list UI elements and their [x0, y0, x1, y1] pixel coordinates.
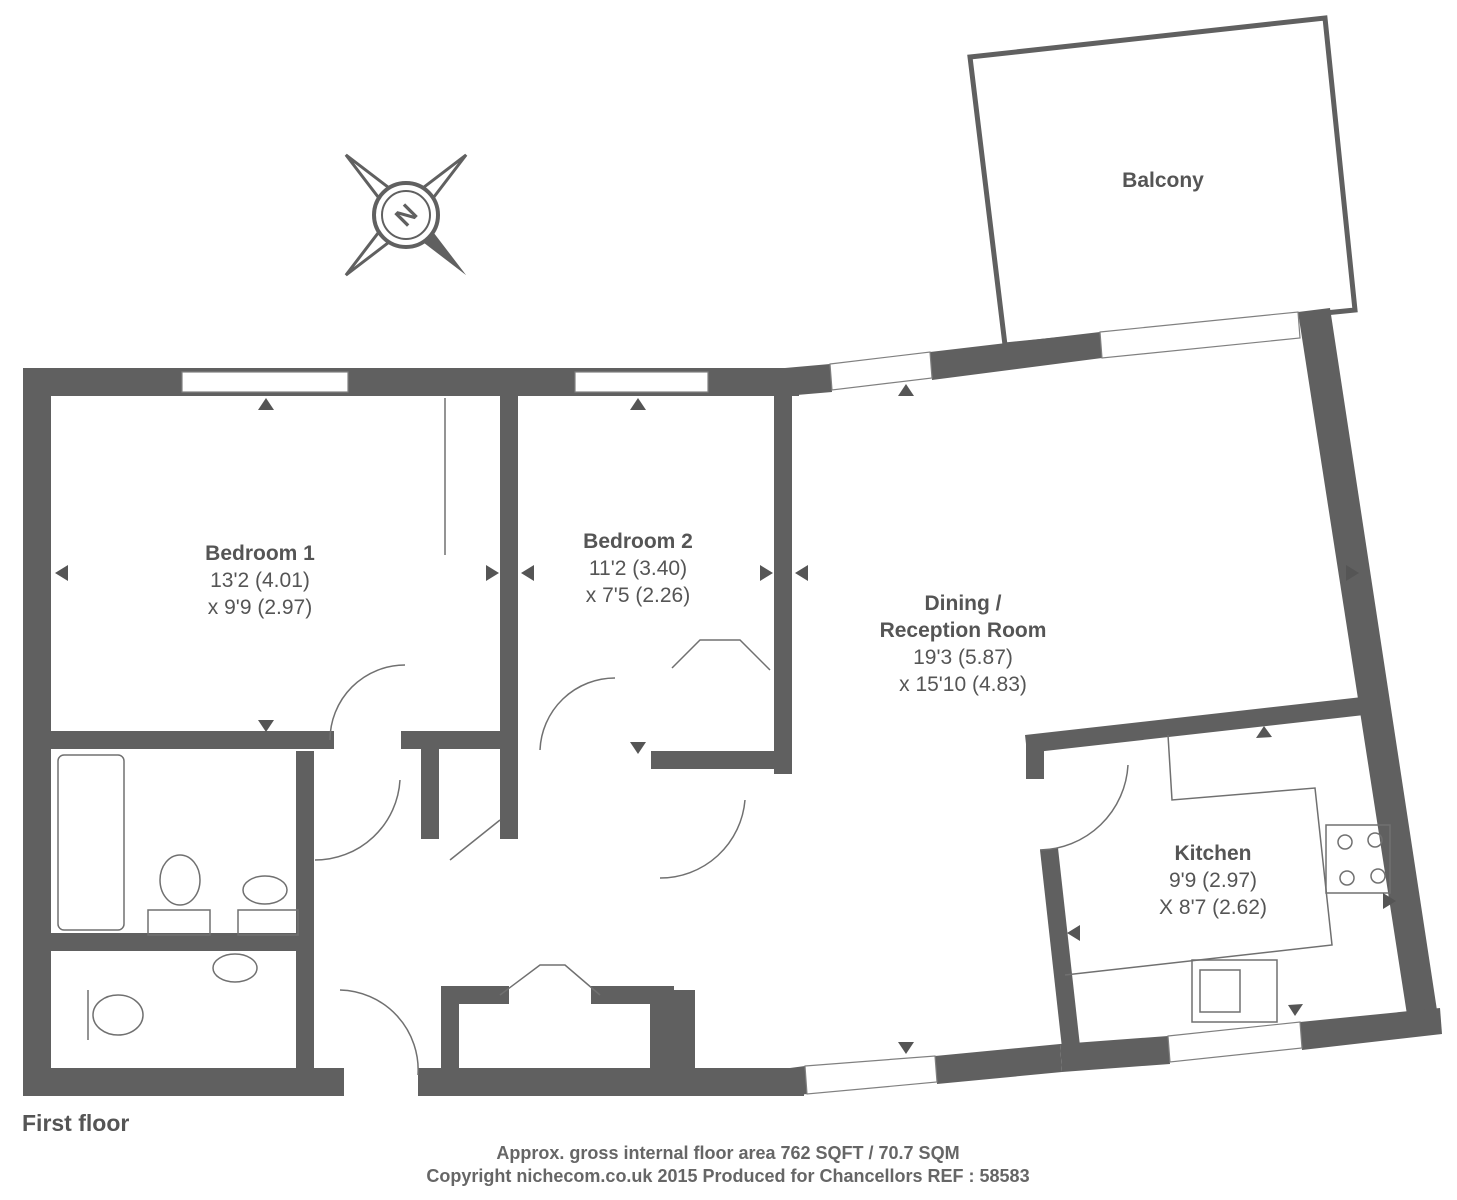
room-name: Bedroom 2 [583, 530, 693, 553]
room-dim: 11'2 (3.40) [588, 557, 688, 580]
room-label-bedroom2: Bedroom 2 11'2 (3.40) x 7'5 (2.26) [583, 528, 693, 609]
windows [181, 311, 1303, 1095]
room-dim: x 15'10 (4.83) [899, 673, 1027, 696]
room-dim: 19'3 (5.87) [913, 646, 1013, 669]
room-dim: 9'9 (2.97) [1168, 869, 1258, 892]
room-name: Balcony [1122, 169, 1204, 192]
room-name: Bedroom 1 [205, 542, 315, 565]
walls [23, 308, 1442, 1096]
toilet-2 [92, 994, 144, 1036]
compass-icon [344, 153, 468, 277]
room-label-dining: Dining / Reception Room 19'3 (5.87) x 15… [880, 590, 1047, 698]
room-dim: X 8'7 (2.62) [1159, 896, 1267, 919]
room-name: Reception Room [879, 619, 1047, 642]
room-dim: x 9'9 (2.97) [207, 596, 313, 619]
balcony-outline [967, 15, 1358, 348]
dimension-arrows [55, 384, 1396, 1054]
toilet [159, 854, 201, 906]
room-name: Kitchen [1174, 842, 1252, 865]
room-label-balcony: Balcony [1122, 167, 1204, 194]
sink [1191, 959, 1278, 1023]
room-dim: x 7'5 (2.26) [585, 584, 691, 607]
room-label-kitchen: Kitchen 9'9 (2.97) X 8'7 (2.62) [1159, 840, 1267, 921]
room-name: Dining / [924, 592, 1002, 615]
copyright-text: Copyright nichecom.co.uk 2015 Produced f… [426, 1166, 1030, 1186]
room-dim: 13'2 (4.01) [210, 569, 310, 592]
floor-area-text: Approx. gross internal floor area 762 SQ… [496, 1143, 960, 1163]
floor-label: First floor [22, 1110, 130, 1136]
room-label-bedroom1: Bedroom 1 13'2 (4.01) x 9'9 (2.97) [205, 540, 315, 621]
hob [1325, 824, 1391, 894]
basin [242, 875, 288, 905]
fixtures [57, 398, 1391, 1076]
bathtub [57, 754, 125, 931]
